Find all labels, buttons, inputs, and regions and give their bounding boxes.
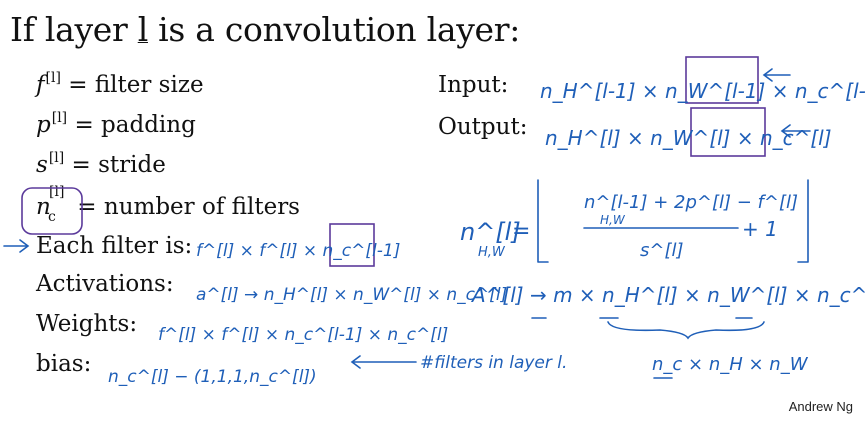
bias-label: bias: (36, 351, 92, 377)
A-brace (607, 321, 765, 340)
bottom-right-expression: n_c × n_H × n_W (652, 354, 809, 375)
weights-label: Weights: (36, 311, 138, 337)
output-label: Output: (438, 114, 528, 140)
formula-numerator: n^[l-1] + 2p^[l] − f^[l] (584, 192, 798, 213)
bias-expression: n_c^[l] − (1,1,1,n_c^[l]) (108, 367, 317, 387)
floor-bracket-left (537, 179, 549, 263)
filters-note: #filters in layer l. (420, 353, 567, 373)
formula-lhs: n^[l] (460, 218, 521, 246)
formula-denominator: s^[l] (640, 240, 684, 261)
input-nc-box (685, 56, 759, 104)
title-suffix: is a convolution layer: (147, 10, 521, 49)
output-expression: n_H^[l] × n_W^[l] × n_c^[l] (545, 126, 832, 150)
formula-lhs-sub: H,W (478, 245, 506, 260)
floor-bracket-right (797, 179, 809, 263)
each-filter-label: Each filter is: (36, 233, 193, 259)
slide-title: If layer l is a convolution layer: (10, 10, 520, 49)
credit: Andrew Ng (788, 399, 853, 414)
input-expression: n_H^[l-1] × n_W^[l-1] × n_c^[l-1] (540, 79, 865, 103)
definition-num-filters: n[l]c = number of filters (36, 184, 300, 225)
title-layer-var: l (137, 10, 149, 49)
activations-expression: a^[l] → n_H^[l] × n_W^[l] × n_c^[l] (196, 285, 507, 305)
activations-label: Activations: (36, 271, 174, 297)
weights-expression: f^[l] × f^[l] × n_c^[l-1] × n_c^[l] (158, 325, 448, 345)
definition-padding: p[l] = padding (36, 110, 196, 138)
each-filter-arrow-icon (3, 239, 30, 253)
A-expression: A^[l] → m × n_H^[l] × n_W^[l] × n_c^[l] (470, 283, 865, 307)
formula-numerator-sub: H,W (600, 213, 626, 227)
formula-equals: = (512, 219, 530, 244)
definition-stride: s[l] = stride (36, 150, 166, 178)
formula-plus-one: + 1 (742, 217, 778, 241)
nc-definition-box (21, 187, 83, 235)
input-label: Input: (438, 72, 509, 98)
input-arrow-icon (762, 68, 791, 82)
output-nc-box (690, 107, 766, 157)
filters-note-arrow-icon (350, 355, 417, 369)
each-filter-nc-box (329, 223, 375, 267)
definition-filter-size: f[l] = filter size (36, 70, 204, 98)
title-prefix: If layer (10, 10, 138, 49)
each-filter-expression: f^[l] × f^[l] × n_c^[l-1] (196, 241, 400, 261)
output-arrow-icon (780, 124, 811, 138)
